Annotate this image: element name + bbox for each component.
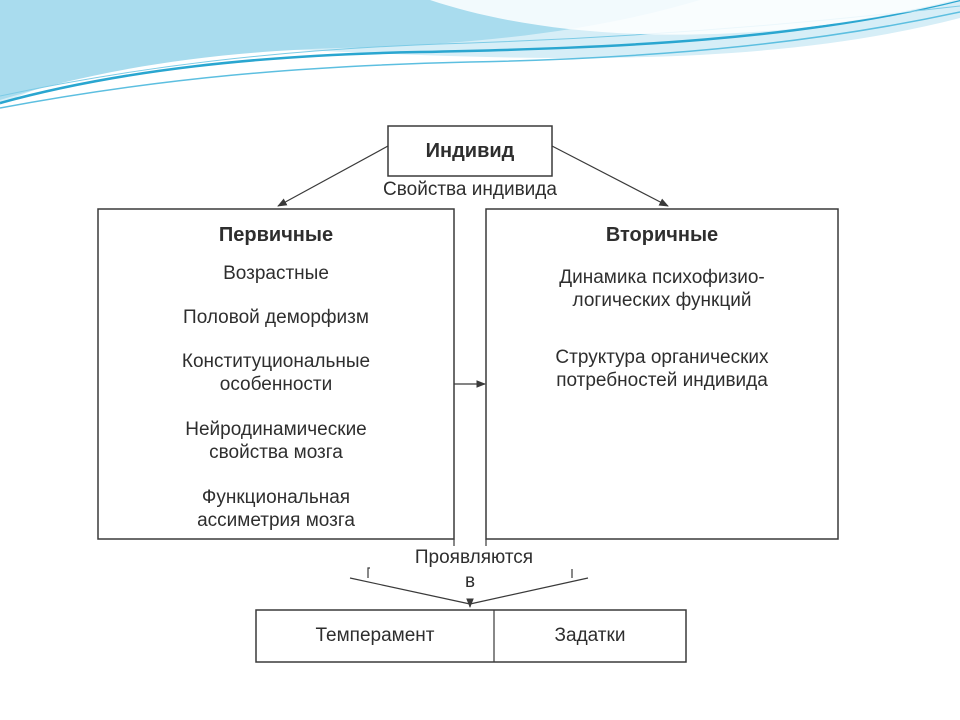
primary-item-1: Возрастные bbox=[223, 263, 329, 284]
primary-item-3-line-2: особенности bbox=[219, 374, 333, 395]
manifest-label-line-1: Проявляются bbox=[370, 546, 578, 569]
wave-white-highlight bbox=[430, 0, 960, 35]
wave-mid-band bbox=[0, 0, 700, 100]
secondary-title: Вторичные bbox=[605, 224, 719, 246]
primary-item-4-line-1: Нейродинамические bbox=[185, 419, 367, 440]
secondary-item-1-line-2: логических функций bbox=[572, 290, 752, 311]
manifest-funnel-left bbox=[349, 577, 471, 605]
header-wave-decoration bbox=[0, 0, 960, 109]
secondary-box bbox=[485, 208, 839, 540]
primary-title: Первичные bbox=[218, 224, 334, 246]
output-box bbox=[255, 609, 687, 663]
primary-box bbox=[97, 208, 455, 540]
arrow-to-primary bbox=[277, 145, 389, 207]
output-inclinations: Задатки bbox=[554, 625, 626, 646]
manifest-label-line-2: в bbox=[464, 571, 476, 592]
primary-item-5-line-2: ассиметрия мозга bbox=[197, 510, 355, 531]
arrow-to-secondary bbox=[551, 145, 669, 207]
root-label: Индивид bbox=[425, 140, 515, 162]
secondary-item-2-line-2: потребностей индивида bbox=[556, 370, 768, 391]
secondary-item-1-line-1: Динамика психофизио- bbox=[559, 267, 765, 288]
diagram-lines bbox=[97, 125, 839, 663]
diagram-panel: Индивид Свойства индивида Первичные Возр… bbox=[88, 108, 848, 678]
primary-item-5-line-1: Функциональная bbox=[201, 487, 351, 508]
primary-item-2: Половой деморфизм bbox=[183, 307, 369, 328]
output-temperament: Темперамент bbox=[315, 625, 435, 646]
primary-item-3-line-1: Конституциональные bbox=[181, 351, 371, 372]
wave-dark-line-1 bbox=[0, 0, 960, 105]
secondary-item-2-line-1: Структура органических bbox=[555, 347, 769, 368]
root-box bbox=[387, 125, 553, 177]
root-edge-label: Свойства индивида bbox=[338, 178, 602, 201]
wave-dark-line-2 bbox=[0, 11, 960, 109]
primary-item-4-line-2: свойства мозга bbox=[209, 442, 343, 463]
manifest-funnel-right bbox=[469, 577, 589, 605]
